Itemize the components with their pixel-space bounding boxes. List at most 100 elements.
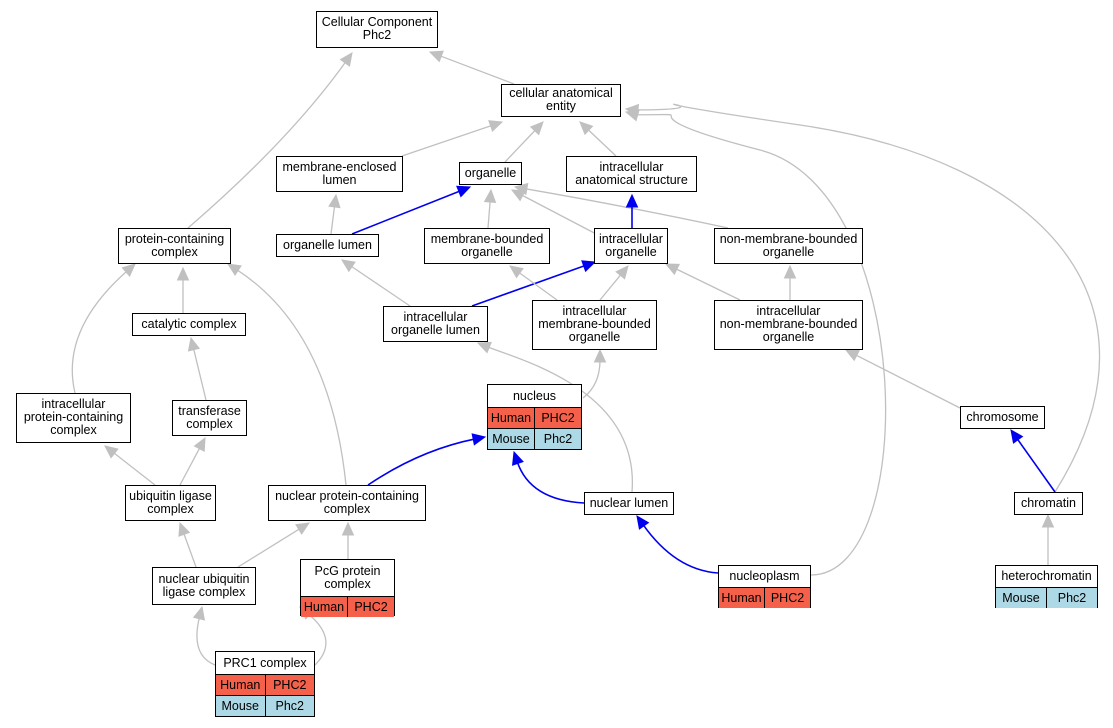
node-mbo[interactable]: membrane-bounded organelle <box>424 228 550 264</box>
edge-chromosome-to-inmbo-arrowhead <box>844 349 860 362</box>
node-label: catalytic complex <box>141 316 237 331</box>
edge-nucleoplasm-to-nuclumen-arrowhead <box>636 515 650 530</box>
species-cell: Mouse <box>492 431 530 446</box>
node-label: transferase complex <box>178 403 241 431</box>
node-npcc[interactable]: nuclear protein-containing complex <box>268 485 426 521</box>
node-label: nuclear ubiquitin ligase complex <box>158 571 250 599</box>
edge-imbo-to-mbo <box>517 271 558 301</box>
edge-ipcc-to-pcc-arrowhead <box>121 263 136 277</box>
edge-ubiq-to-transferase-arrowhead <box>193 436 206 452</box>
edge-nubiq-to-ubiq-arrowhead <box>178 521 191 537</box>
node-label: ubiquitin ligase complex <box>129 488 212 516</box>
edge-iol-to-intorg-arrowhead <box>581 260 597 273</box>
edge-orglumen-to-mel-arrowhead <box>328 193 341 209</box>
node-label: intracellular organelle <box>599 231 663 259</box>
gene-cell: Phc2 <box>534 429 581 449</box>
edge-iol-to-intorg <box>471 264 586 307</box>
node-label: membrane-bounded organelle <box>430 231 544 259</box>
edge-inmbo-to-nmbo-arrowhead <box>783 264 797 279</box>
edge-chromatin-to-cae <box>635 103 1101 493</box>
edge-transferase-to-catalytic-arrowhead <box>187 336 201 352</box>
edge-orglumen-to-mel <box>330 204 336 235</box>
node-orglumen[interactable]: organelle lumen <box>276 234 379 257</box>
edge-imbo-to-mbo-arrowhead <box>509 265 524 279</box>
annotation-row-mouse: Mouse Phc2 <box>488 428 581 449</box>
edge-cae-to-cc_root <box>439 54 515 85</box>
edge-chromosome-to-inmbo <box>854 353 961 409</box>
node-label: intracellular protein-containing complex <box>23 397 124 438</box>
edge-mbo-to-organelle <box>487 199 491 229</box>
node-organelle[interactable]: organelle <box>459 162 522 185</box>
node-label: PcG protein complex <box>314 564 381 591</box>
node-ias[interactable]: intracellular anatomical structure <box>566 156 697 192</box>
species-cell: Human <box>490 410 532 425</box>
edge-chromatin-to-chromosome <box>1016 437 1056 493</box>
gene-cell: PHC2 <box>764 588 810 608</box>
edge-nmbo-to-organelle <box>524 188 729 229</box>
edge-npcc-to-nucleus-arrowhead <box>471 433 487 446</box>
node-label: intracellular non-membrane-bounded organ… <box>719 304 858 345</box>
node-label: protein-containing complex <box>124 231 225 259</box>
node-nmbo[interactable]: non-membrane-bounded organelle <box>714 228 863 264</box>
edge-mel-to-cae <box>401 124 493 157</box>
node-iol[interactable]: intracellular organelle lumen <box>383 306 488 342</box>
edge-catalytic-to-pcc-arrowhead <box>176 266 190 281</box>
edge-pcg-to-npcc-arrowhead <box>341 521 355 536</box>
node-label: organelle lumen <box>283 237 372 252</box>
node-label: heterochromatin <box>1001 569 1092 583</box>
edge-inmbo-to-intorg-arrowhead <box>664 263 680 276</box>
edge-nucleus-to-imbo <box>582 359 601 399</box>
node-mel[interactable]: membrane-enclosed lumen <box>276 156 403 192</box>
edge-prc1-to-nubiq <box>196 616 216 666</box>
node-chromatin[interactable]: chromatin <box>1014 492 1083 515</box>
node-nuclumen[interactable]: nuclear lumen <box>584 492 674 515</box>
edge-nuclumen-to-nucleus-arrowhead <box>511 450 524 466</box>
node-intorg[interactable]: intracellular organelle <box>594 228 668 264</box>
node-ubiq[interactable]: ubiquitin ligase complex <box>125 485 216 521</box>
gene-cell: PHC2 <box>264 675 315 695</box>
edge-nucleus-to-imbo-arrowhead <box>593 348 607 363</box>
node-ipcc[interactable]: intracellular protein-containing complex <box>16 393 131 443</box>
node-cae[interactable]: cellular anatomical entity <box>501 84 621 117</box>
edge-cae-to-cc_root-arrowhead <box>428 50 444 63</box>
edge-intorg-to-organelle <box>520 194 601 237</box>
gene-cell: Phc2 <box>264 696 315 716</box>
edge-nuclumen-to-iol-arrowhead <box>476 341 492 354</box>
edge-nuclumen-to-nucleus <box>516 461 585 504</box>
node-chromosome[interactable]: chromosome <box>960 406 1045 429</box>
edge-nubiq-to-npcc-arrowhead <box>295 522 311 535</box>
edge-orglumen-to-organelle-arrowhead <box>456 185 472 198</box>
node-label: non-membrane-bounded organelle <box>719 231 858 259</box>
node-inmbo[interactable]: intracellular non-membrane-bounded organ… <box>714 300 863 350</box>
edge-ias-to-cae-arrowhead <box>579 121 594 136</box>
node-label: chromosome <box>966 409 1039 424</box>
node-imbo[interactable]: intracellular membrane-bounded organelle <box>532 300 657 350</box>
edge-nucleoplasm-to-cae <box>635 113 887 576</box>
node-transferase[interactable]: transferase complex <box>172 400 247 436</box>
species-cell: Human <box>303 599 345 614</box>
node-catalytic[interactable]: catalytic complex <box>132 313 246 336</box>
node-cc_root[interactable]: Cellular Component Phc2 <box>316 11 438 48</box>
edge-imbo-to-intorg-arrowhead <box>615 265 629 280</box>
edge-orglumen-to-organelle <box>351 189 462 235</box>
edge-nucleoplasm-to-nuclumen <box>642 523 719 574</box>
edge-mbo-to-organelle-arrowhead <box>483 188 497 203</box>
node-nubiq[interactable]: nuclear ubiquitin ligase complex <box>152 567 256 605</box>
edge-ubiq-to-ipcc-arrowhead <box>104 445 119 459</box>
node-pcc[interactable]: protein-containing complex <box>118 228 231 264</box>
node-label: chromatin <box>1021 495 1076 510</box>
edge-prc1-to-nubiq-arrowhead <box>192 605 206 621</box>
edge-ubiq-to-ipcc <box>112 451 156 486</box>
node-label: nucleoplasm <box>729 569 800 583</box>
